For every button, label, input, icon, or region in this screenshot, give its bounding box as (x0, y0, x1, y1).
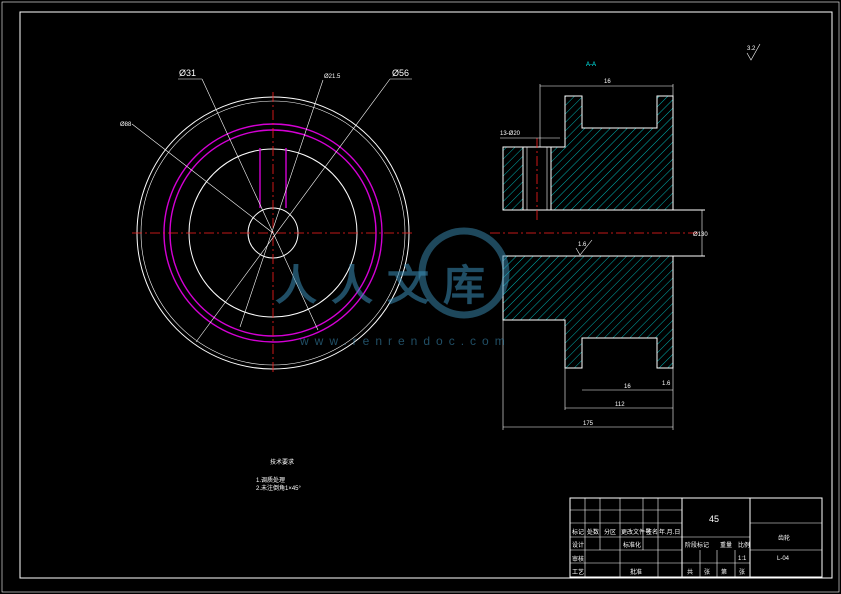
dim-keyway: 13-Ø20 (500, 131, 521, 137)
dim-phi31: Ø31 (179, 68, 196, 78)
sheet-no: 第 (721, 568, 727, 576)
watermark-ring (418, 227, 510, 319)
section-upper-main (550, 95, 674, 211)
watermark-url: www.renrendoc.com (299, 334, 511, 348)
roughness-corner: 3.2 (747, 46, 756, 52)
dim-mid: 112 (615, 402, 625, 408)
leader-phi31-b (201, 78, 319, 331)
craft-label: 工艺 (572, 568, 584, 576)
roughness-bore: 1.6 (578, 242, 587, 248)
section-label: A-A (586, 62, 596, 68)
dim-flange: 1.6 (662, 381, 671, 387)
notes-line1: 1.调质处理 (256, 476, 285, 484)
stage-label: 阶段标记 (685, 541, 709, 549)
watermark-main: 人人文库 (275, 262, 499, 309)
weight-label: 重量 (720, 541, 732, 549)
dim-phi56: Ø56 (392, 68, 409, 78)
roughness-bore-symbol (575, 239, 593, 256)
dim-inner: 16 (624, 384, 631, 390)
approve-label: 批准 (630, 568, 642, 576)
rev-h1: 处数 (587, 528, 599, 536)
notes-line2: 2.未注倒角1×45° (256, 484, 302, 492)
title-block-frame (569, 497, 823, 578)
leader-small-left (131, 123, 274, 234)
scale: 1:1 (738, 556, 747, 562)
rev-h4: 签名 (646, 528, 658, 536)
design-label: 设计 (572, 541, 584, 549)
sheet-label: 张 (704, 568, 710, 576)
ratio-label: 比例 (738, 541, 750, 549)
section-upper (502, 146, 524, 211)
material: 45 (709, 514, 719, 524)
roughness-corner-symbol (746, 43, 761, 61)
leader-small-center (239, 79, 324, 328)
notes-heading: 技术要求 (270, 458, 294, 466)
rev-h3: 更改文件号 (621, 528, 651, 536)
section-lower (502, 255, 674, 369)
part-name: 齿轮 (778, 534, 790, 542)
rev-h2: 分区 (604, 528, 616, 536)
inner-border (19, 11, 833, 579)
title-block: 45 齿轮 L-04 1:1 标记 处数 分区 更改文件号 签名 年.月.日 设… (569, 497, 823, 578)
dim-small-left: Ø88 (120, 122, 132, 128)
watermark: 人人文库 www.renrendoc.com (275, 227, 511, 348)
dim-bore: Ø130 (693, 232, 708, 238)
sheet-total: 共 (687, 568, 693, 576)
review-label: 审核 (572, 555, 584, 563)
section-view: A-A 16 13-Ø20 Ø130 16 1.6 112 175 (490, 62, 708, 430)
front-view: Ø31 Ø56 Ø21.5 Ø88 (120, 68, 415, 372)
rev-h5: 年.月.日 (659, 528, 680, 536)
rev-h0: 标记 (572, 528, 584, 536)
leader-phi56-b (195, 78, 391, 343)
dim-small-center: Ø21.5 (324, 74, 341, 80)
dim-top: 16 (604, 79, 611, 85)
dim-total: 175 (583, 421, 594, 427)
drawing-no: L-04 (777, 556, 790, 562)
sheet-no-label: 张 (739, 568, 745, 576)
standard-label: 标准化 (623, 541, 641, 549)
